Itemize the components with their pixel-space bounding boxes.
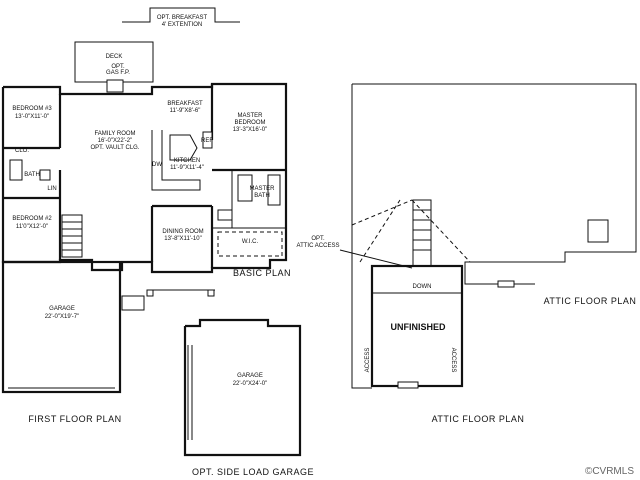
- linen-label: LIN: [47, 186, 56, 192]
- deck: DECK: [74, 41, 154, 83]
- opt-breakfast-label: OPT. BREAKFAST: [157, 15, 208, 21]
- side-load-caption: OPT. SIDE LOAD GARAGE: [192, 467, 314, 477]
- gas-fp-label-2: GAS F.P.: [106, 70, 130, 76]
- fridge-label: REF: [201, 138, 213, 144]
- master-bedroom-label-1: MASTER: [237, 113, 263, 119]
- master-bath-label-1: MASTER: [249, 186, 275, 192]
- master-vanity: [217, 209, 233, 221]
- gas-fp-label-1: OPT.: [111, 64, 125, 70]
- attic-caption: ATTIC FLOOR PLAN: [432, 414, 525, 424]
- first-floor-caption: FIRST FLOOR PLAN: [28, 414, 121, 424]
- down-label: DOWN: [413, 284, 432, 290]
- family-room-label: FAMILY ROOM: [94, 131, 135, 137]
- attic-floor-plan: OPT. ATTIC ACCESS DOWN UNFINISHED ACCESS…: [297, 83, 637, 424]
- garage-dim: 22'-0"X19'-7": [45, 314, 80, 320]
- breakfast-label: BREAKFAST: [167, 101, 203, 107]
- first-floor-plan: OPT. BREAKFAST 4' EXTENTION DECK: [1, 7, 291, 424]
- stairs: [61, 214, 83, 258]
- bedroom2-dim: 11'0"X12'-0": [16, 224, 48, 230]
- garage-label: GARAGE: [49, 306, 75, 312]
- dining-room-dim: 13'-8"X11'-10": [164, 236, 201, 242]
- master-shower: [267, 174, 281, 206]
- attic-stairs: [412, 199, 432, 267]
- bedroom3-dim: 13'-0"X11'-0": [15, 114, 49, 120]
- master-bedroom-dim: 13'-3"X16'-0": [233, 127, 268, 133]
- dishwasher-label: DW: [152, 162, 162, 168]
- watermark: ©CVRMLS: [585, 466, 634, 477]
- kitchen-label: KITCHEN: [174, 158, 200, 164]
- bath-label: BATH: [24, 172, 40, 178]
- wic-label: W.I.C.: [242, 239, 259, 245]
- closet-label: CLO.: [15, 148, 29, 154]
- bedroom2-label: BEDROOM #2: [12, 216, 52, 222]
- access-left-label: ACCESS: [365, 348, 371, 373]
- kitchen-dim: 11'-9"X11'-4": [170, 165, 204, 171]
- garage: [1, 260, 122, 394]
- wic-shelving: [217, 231, 283, 257]
- master-tub: [237, 174, 253, 202]
- basic-plan-label: BASIC PLAN: [233, 268, 291, 278]
- dining-room-label: DINING ROOM: [162, 229, 203, 235]
- family-room-dim: 16'-0"X22'-2": [98, 138, 133, 144]
- kitchen-cabinets: [151, 130, 213, 191]
- attic-access-label-2: ATTIC ACCESS: [297, 243, 340, 249]
- master-bath-label-2: BATH: [254, 193, 270, 199]
- attic-right-caption: ATTIC FLOOR PLAN: [544, 296, 637, 306]
- opt-breakfast-dim: 4' EXTENTION: [162, 22, 203, 28]
- side-garage-label: GARAGE: [237, 373, 263, 379]
- family-room-note: OPT. VAULT CLG.: [90, 145, 139, 151]
- side-garage-dim: 22'-0"X24'-0": [233, 381, 268, 387]
- master-bedroom-label-2: BEDROOM: [234, 120, 265, 126]
- access-right-label: ACCESS: [450, 348, 456, 373]
- bedroom3-label: BEDROOM #3: [12, 106, 52, 112]
- front-stoop: [121, 289, 215, 311]
- bathtub: [9, 159, 23, 181]
- side-load-garage: GARAGE 22'-0"X24'-0" OPT. SIDE LOAD GARA…: [183, 318, 314, 477]
- deck-label: DECK: [106, 54, 123, 60]
- gas-fireplace: [106, 79, 124, 93]
- breakfast-dim: 11'-9"X8'-6": [170, 108, 201, 114]
- opt-breakfast-extension: OPT. BREAKFAST 4' EXTENTION: [122, 7, 240, 28]
- dormer: [587, 219, 609, 243]
- vanity: [39, 169, 51, 181]
- unfinished-label: UNFINISHED: [390, 322, 446, 332]
- attic-access-label-1: OPT.: [311, 236, 325, 242]
